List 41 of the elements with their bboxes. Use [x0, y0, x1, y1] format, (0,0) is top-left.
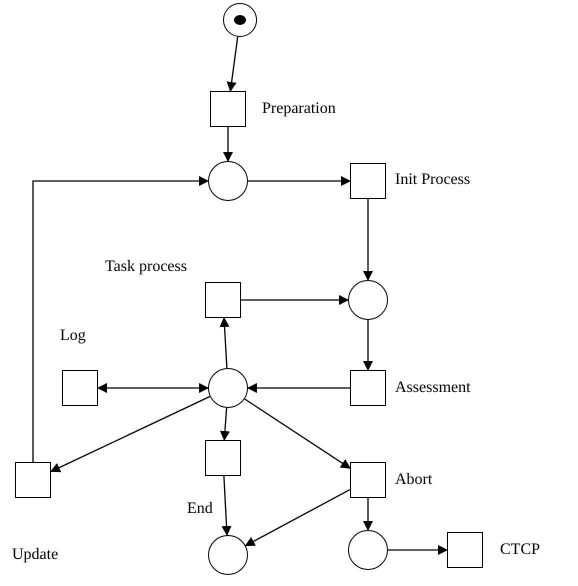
node-label: Task process: [105, 258, 187, 276]
transition-box: [350, 370, 386, 406]
arrow: [223, 127, 233, 162]
arrow: [32, 176, 209, 462]
node-label: Assessment: [395, 379, 471, 397]
node-label: End: [187, 500, 213, 518]
place-circle: [208, 535, 248, 575]
place-circle: [348, 280, 388, 320]
transition-box: [210, 91, 246, 127]
arrow: [244, 489, 350, 546]
arrow: [226, 36, 238, 92]
arrow: [50, 396, 210, 472]
arrow: [222, 476, 232, 536]
arrow: [388, 545, 448, 555]
arrow: [363, 199, 373, 281]
node-label: Update: [12, 546, 58, 564]
place-circle: [208, 161, 248, 201]
transition-box: [350, 163, 386, 199]
node-label: CTCP: [500, 541, 540, 559]
node-label: Abort: [395, 471, 432, 489]
transition-box: [15, 462, 51, 498]
start-place-circle: [223, 3, 257, 37]
transition-box: [447, 532, 483, 568]
transition-box: [350, 462, 386, 498]
arrow: [241, 295, 349, 305]
arrow: [97, 383, 209, 393]
transition-box: [205, 440, 241, 476]
transition-box: [205, 282, 241, 318]
place-circle: [348, 530, 388, 570]
arrow: [247, 383, 350, 393]
arrow: [244, 398, 351, 469]
arrow: [220, 408, 230, 441]
arrow: [248, 176, 351, 186]
arrow: [220, 317, 230, 368]
node-label: Log: [60, 327, 86, 345]
transition-box: [62, 370, 98, 406]
arrow: [363, 498, 373, 531]
node-label: Init Process: [395, 171, 470, 189]
place-circle: [208, 368, 248, 408]
node-label: Preparation: [262, 100, 336, 118]
arrow: [363, 320, 373, 371]
